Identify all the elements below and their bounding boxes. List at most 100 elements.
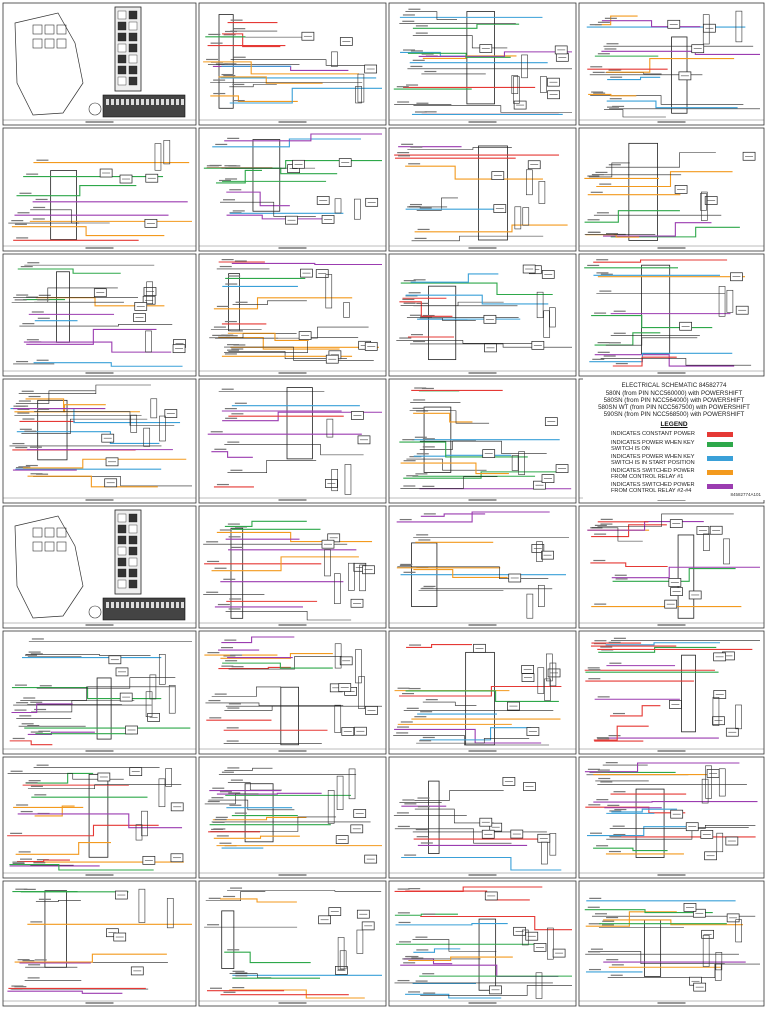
wire-label <box>231 348 244 350</box>
wire <box>584 210 680 223</box>
wire <box>218 666 291 670</box>
wire-label <box>588 669 601 671</box>
fuse-block <box>117 579 127 589</box>
schematic-title: ELECTRICAL SCHEMATIC 84582774 <box>621 382 727 389</box>
wire <box>400 301 504 306</box>
wire <box>419 440 476 450</box>
wire <box>606 827 749 840</box>
wire-label <box>14 709 27 711</box>
wire-label <box>37 317 50 319</box>
wire-label <box>609 69 622 71</box>
panel-caption <box>657 247 686 249</box>
wire-label <box>402 14 415 16</box>
wire <box>591 314 713 329</box>
connector-pin <box>176 602 179 608</box>
wire-label <box>397 687 410 689</box>
wire-label <box>232 210 245 212</box>
wire-label <box>399 518 412 521</box>
wire <box>405 294 549 305</box>
wire-label <box>606 916 619 919</box>
wire <box>603 222 712 237</box>
wire-label <box>591 173 604 176</box>
wire-label <box>11 220 24 222</box>
wire-label <box>610 76 623 78</box>
wire-label <box>208 897 221 899</box>
connector <box>158 778 166 808</box>
connector <box>712 697 720 726</box>
wire-label <box>599 290 612 292</box>
wire <box>17 859 70 863</box>
wire <box>224 133 382 142</box>
panel-caption <box>657 372 686 374</box>
wire-label <box>235 301 248 303</box>
wire <box>414 808 494 824</box>
wire <box>7 990 123 994</box>
connector-pin <box>131 602 134 608</box>
wire <box>224 520 307 528</box>
connector <box>735 10 743 43</box>
wire <box>406 458 487 471</box>
wire-label <box>604 17 617 19</box>
schematic-panel <box>2 880 197 1007</box>
wire-label <box>600 523 613 525</box>
panel-caption <box>85 750 114 752</box>
wire-label <box>20 810 33 813</box>
connector <box>526 593 534 619</box>
wire-label <box>217 603 230 606</box>
wire-label <box>606 106 619 108</box>
wire-label <box>15 467 28 469</box>
wire-label <box>209 987 222 989</box>
wire-label <box>413 279 426 281</box>
connector-pin <box>176 99 179 105</box>
wire-label <box>225 417 238 419</box>
wire-label <box>26 173 39 175</box>
wire-label <box>223 578 236 580</box>
fuse-block <box>128 76 138 86</box>
schematic-panel <box>388 2 577 126</box>
wire-label <box>213 326 226 328</box>
connector <box>700 193 707 211</box>
fuse-block <box>128 557 138 567</box>
wire-label <box>609 810 622 812</box>
ground-symbol <box>88 102 102 116</box>
wire-label <box>30 653 43 655</box>
wire-label <box>397 101 410 103</box>
control-module <box>252 139 281 212</box>
wire-label <box>397 825 410 828</box>
wire-label <box>17 412 30 414</box>
connector <box>141 810 148 837</box>
connector <box>158 654 166 685</box>
wire-label <box>14 223 27 225</box>
wire-label <box>413 340 426 343</box>
connector <box>348 768 356 800</box>
connector-pin <box>106 99 109 105</box>
wire-label <box>224 639 237 641</box>
schematic-panel <box>2 378 197 504</box>
control-module <box>221 910 235 969</box>
wire-label <box>16 405 29 407</box>
wire <box>14 953 167 963</box>
wire <box>411 235 544 242</box>
wire <box>418 51 572 57</box>
wire <box>405 993 502 999</box>
wire-label <box>16 804 29 806</box>
wire <box>400 476 498 489</box>
wire-label <box>588 678 601 680</box>
switch-symbol <box>44 527 55 538</box>
connector <box>538 181 546 204</box>
switch-symbol <box>56 38 67 49</box>
wire <box>33 362 183 367</box>
wire-label <box>402 692 415 695</box>
wire-label <box>16 360 29 363</box>
wire <box>603 919 744 926</box>
wire <box>232 300 307 305</box>
wire-label <box>405 955 418 958</box>
connector-pin <box>181 602 184 608</box>
connector-pin <box>156 602 159 608</box>
connector-pin <box>166 99 169 105</box>
wire-label <box>596 259 609 261</box>
wire <box>584 762 740 773</box>
wire-label <box>215 816 228 818</box>
wire-label <box>12 861 25 863</box>
legend-text-key-on: INDICATES POWER WHEN KEY SWITCH IS ON <box>611 440 695 453</box>
